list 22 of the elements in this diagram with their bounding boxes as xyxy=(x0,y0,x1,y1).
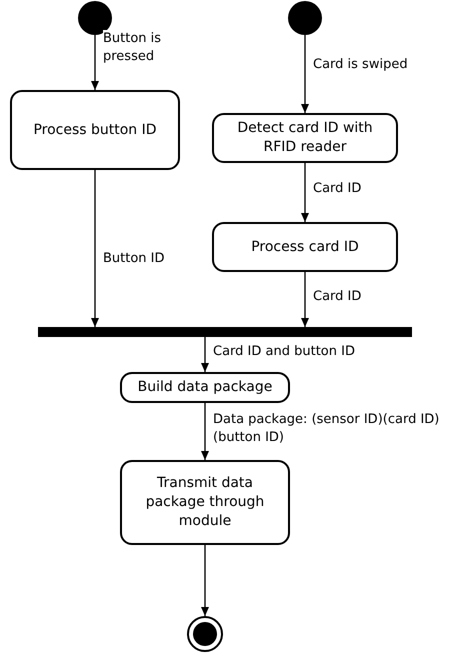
activity-text: Detect card ID with RFID reader xyxy=(236,119,374,157)
arrow xyxy=(301,35,309,113)
activity-text: Transmit data package through module xyxy=(144,474,266,531)
activity-box xyxy=(212,113,398,163)
activity-box xyxy=(120,372,290,403)
arrow xyxy=(301,163,309,222)
activity-text: Process button ID xyxy=(33,120,157,140)
edge-label: Card is swiped xyxy=(313,56,408,74)
end-node xyxy=(187,616,223,652)
fork-bar xyxy=(38,327,412,337)
activity-box xyxy=(212,222,398,272)
arrow xyxy=(91,35,99,90)
activity-box xyxy=(10,90,180,170)
arrow xyxy=(91,170,99,327)
arrow xyxy=(201,403,209,460)
activity-text: Build data package xyxy=(138,378,272,397)
activity-box xyxy=(120,460,290,545)
activity-text: Process card ID xyxy=(251,238,359,256)
start-node xyxy=(288,1,322,35)
arrow xyxy=(301,272,309,327)
arrow xyxy=(201,337,209,372)
arrow xyxy=(201,545,209,616)
